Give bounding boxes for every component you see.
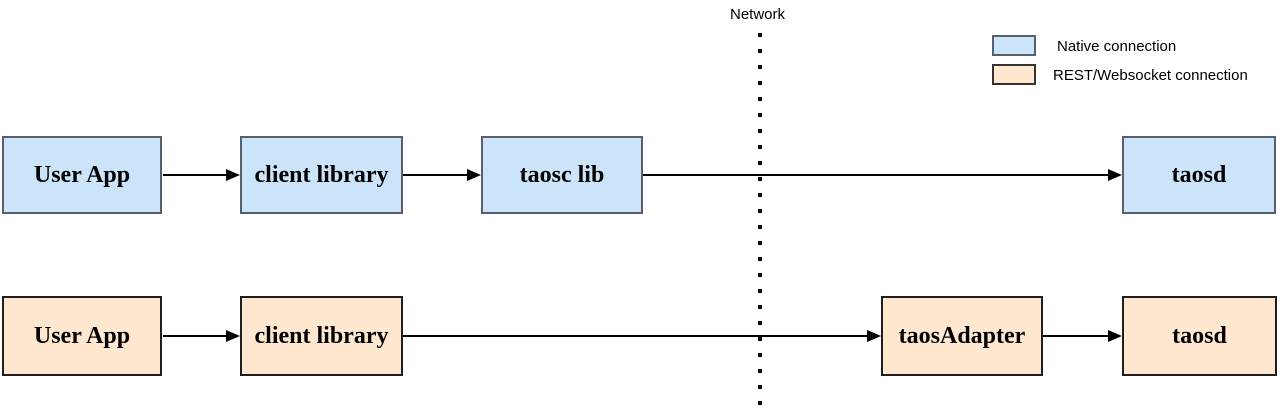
legend-label-rest: REST/Websocket connection	[1053, 67, 1248, 84]
legend-swatch-rest	[992, 64, 1036, 85]
arrow-userapp-to-clientlibrary-rest	[163, 330, 240, 342]
node-taosd-rest: taosd	[1122, 296, 1277, 376]
node-user-app-native: User App	[2, 136, 162, 214]
network-label: Network	[730, 6, 786, 23]
arrow-userapp-to-clientlibrary-native	[163, 169, 240, 181]
node-taosadapter: taosAdapter	[881, 296, 1043, 376]
legend-swatch-native	[992, 35, 1036, 56]
arrow-taosclib-to-taosd	[643, 169, 1122, 181]
legend-label-native: Native connection	[1057, 38, 1177, 55]
node-client-library-rest: client library	[240, 296, 403, 376]
node-client-library-native: client library	[240, 136, 403, 214]
node-user-app-rest: User App	[2, 296, 162, 376]
arrow-clientlibrary-to-taosadapter	[403, 330, 881, 342]
arrow-clientlibrary-to-taosclib	[403, 169, 481, 181]
node-taosc-lib: taosc lib	[481, 136, 643, 214]
arrow-taosadapter-to-taosd	[1043, 330, 1122, 342]
node-taosd-native: taosd	[1122, 136, 1276, 214]
